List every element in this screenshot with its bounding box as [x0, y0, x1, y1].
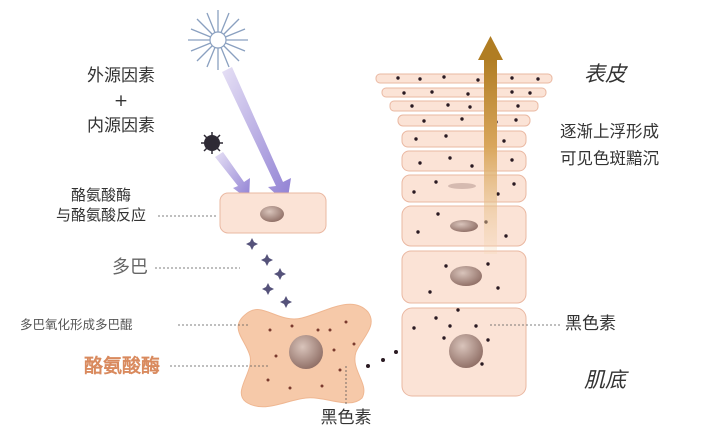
dermis-label: 肌底 [584, 368, 626, 392]
rise-label-line1: 逐渐上浮形成 [560, 122, 659, 141]
dark-particle-icon [201, 132, 223, 154]
sun-icon [188, 10, 248, 70]
dopa-label: 多巴 [112, 257, 148, 278]
particle-arrow [215, 152, 250, 200]
external-factors-label: 外源因素 [87, 66, 155, 86]
dopa-oxidation-label: 多巴氧化形成多巴醌 [20, 317, 133, 332]
melanocyte-cell [237, 303, 372, 408]
dopa-molecules [246, 238, 292, 308]
internal-factors-label: 内源因素 [87, 116, 155, 136]
tyrosinase-enzyme-label: 酪氨酸酶 [84, 355, 161, 377]
tyrosinase-label: 酪氨酸酶 [70, 186, 131, 204]
epidermis-label: 表皮 [584, 62, 626, 86]
leader-lines [155, 215, 560, 404]
rise-label-line2: 可见色斑黯沉 [560, 149, 659, 168]
melanin-label-right: 黑色素 [565, 314, 616, 334]
upward-migration-arrow [478, 36, 503, 254]
uv-arrow [222, 67, 291, 204]
melanin-label-bottom: 黑色素 [320, 408, 372, 428]
tyrosinase-cell [219, 192, 327, 234]
tyrosinase-reaction-label: 与酪氨酸反应 [55, 206, 146, 224]
melanin-transfer-dots [366, 350, 398, 368]
epidermis-nuclei [448, 183, 483, 368]
plus-label: + [113, 91, 129, 111]
